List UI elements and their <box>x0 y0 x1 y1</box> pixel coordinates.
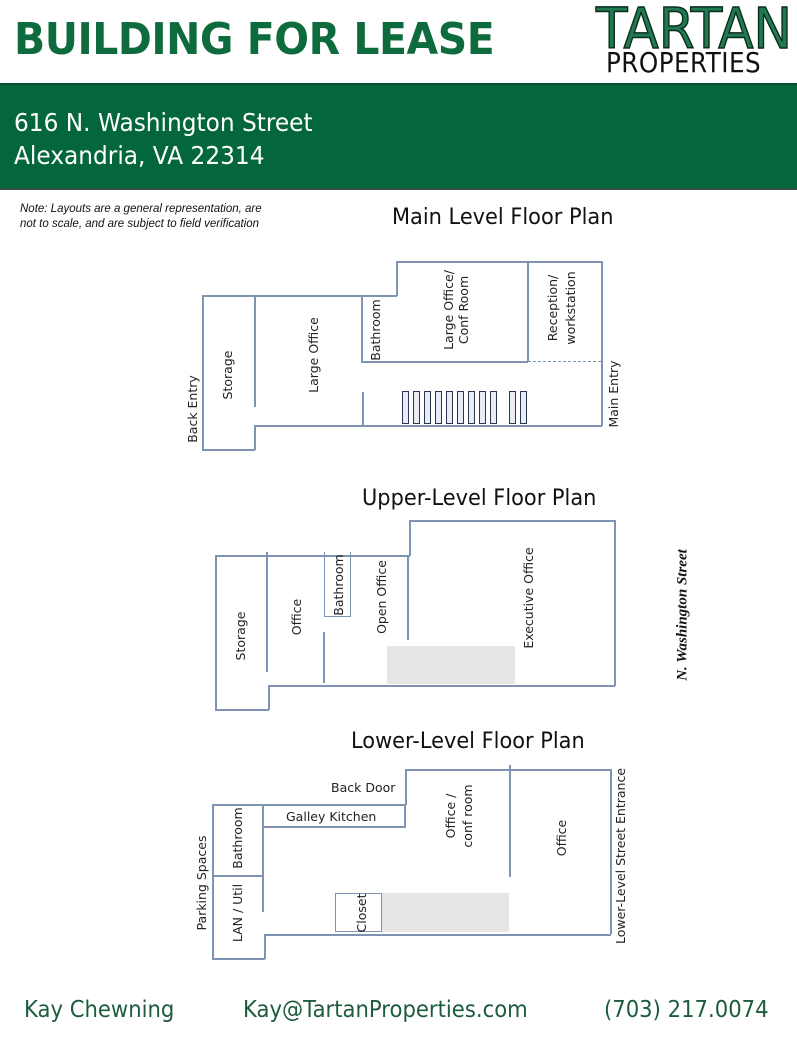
label-executive-office: Executive Office <box>521 547 536 649</box>
logo-properties: PROPERTIES <box>606 46 762 79</box>
label-back-entry: Back Entry <box>185 375 200 443</box>
contact-name: Kay Chewning <box>24 997 175 1023</box>
label-bathroom: Bathroom <box>331 554 346 616</box>
label-main-entry: Main Entry <box>606 360 621 428</box>
label-back-door: Back Door <box>331 780 396 795</box>
label-office-conf-2: conf room <box>460 784 475 848</box>
label-galley-kitchen: Galley Kitchen <box>286 809 377 824</box>
label-reception-1: Reception/ <box>545 274 560 342</box>
closet-box <box>335 893 382 932</box>
layout-note: Note: Layouts are a general representati… <box>20 203 262 230</box>
label-closet: Closet <box>354 893 369 933</box>
label-parking-spaces: Parking Spaces <box>194 835 209 931</box>
label-reception-2: workstation <box>563 271 578 345</box>
label-office: Office <box>289 598 304 636</box>
label-large-office: Large Office <box>306 317 321 393</box>
label-large-office-conf-2: Conf Room <box>456 275 471 345</box>
label-bathroom: Bathroom <box>230 807 245 869</box>
stairwell <box>387 646 515 684</box>
logo-tartan: TARTAN <box>595 0 793 62</box>
label-street-entrance: Lower-Level Street Entrance <box>613 767 628 945</box>
contact-phone[interactable]: (703) 217.0074 <box>604 997 769 1023</box>
main-level-title: Main Level Floor Plan <box>392 205 614 230</box>
stairwell <box>382 893 509 932</box>
address-street: 616 N. Washington Street <box>14 108 313 137</box>
contact-email[interactable]: Kay@TartanProperties.com <box>243 997 528 1023</box>
label-storage: Storage <box>233 611 248 661</box>
label-office-conf-1: Office / <box>443 793 458 839</box>
label-bathroom: Bathroom <box>368 299 383 361</box>
lower-level-title: Lower-Level Floor Plan <box>351 729 585 754</box>
address-band <box>0 83 797 190</box>
label-large-office-conf-1: Large Office/ <box>441 270 456 350</box>
address-city: Alexandria, VA 22314 <box>14 141 265 170</box>
upper-level-title: Upper-Level Floor Plan <box>362 486 597 511</box>
label-storage: Storage <box>220 350 235 400</box>
label-office: Office <box>554 819 569 857</box>
label-lan-util: LAN / Util <box>230 883 245 943</box>
page-title: BUILDING FOR LEASE <box>14 14 495 65</box>
label-open-office: Open Office <box>374 560 389 634</box>
street-label: N. Washington Street <box>674 549 691 681</box>
